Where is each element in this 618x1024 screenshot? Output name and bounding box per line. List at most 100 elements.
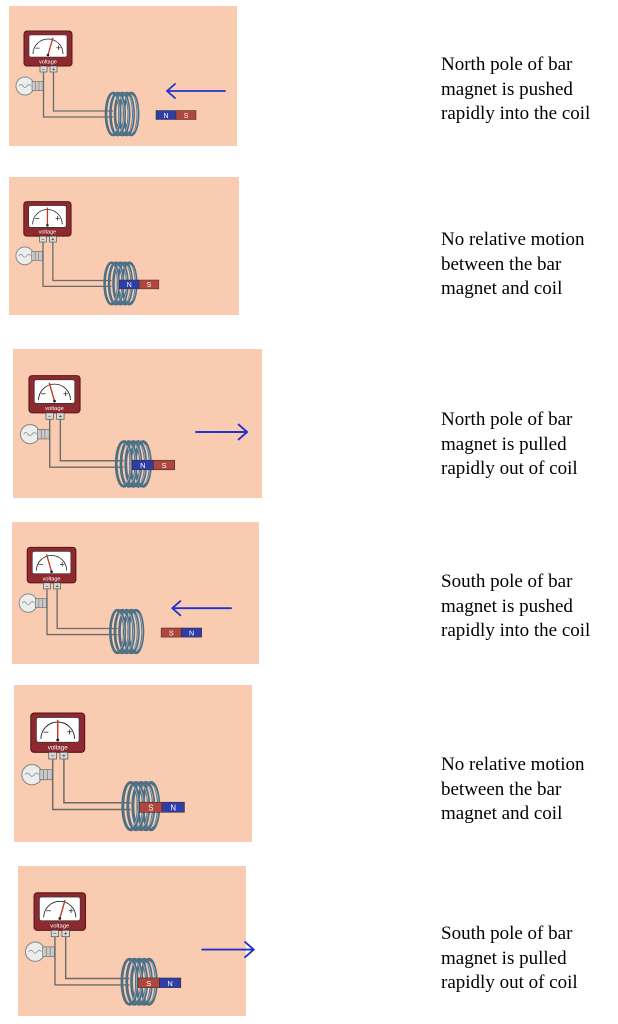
terminal-positive — [59, 751, 69, 760]
coil-loop-highlight — [127, 612, 134, 651]
coil-loop-highlight — [112, 265, 119, 302]
coil-loop-highlight — [136, 612, 143, 651]
coil-loop-highlight — [132, 95, 139, 133]
caption-line: magnet is pulled — [441, 433, 567, 455]
voltmeter-minus-label: − — [41, 389, 47, 400]
arrow-head — [237, 423, 249, 441]
caption-line: between the bar — [441, 253, 562, 275]
voltmeter-scale-arc — [43, 900, 77, 918]
scenario-caption-6: South pole of bar magnet is pulled rapid… — [441, 922, 616, 996]
caption-line: magnet is pushed — [441, 595, 573, 617]
voltmeter-needle — [48, 382, 56, 402]
needle-pivot — [46, 224, 49, 227]
bulb-base — [37, 429, 50, 440]
coil-loop-highlight — [123, 95, 130, 133]
terminal-minus-label: − — [42, 67, 45, 73]
arrow-head — [171, 600, 182, 617]
circuit-wires — [54, 936, 130, 986]
voltmeter-label: voltage — [43, 576, 61, 582]
circuit-wires — [46, 588, 118, 636]
terminal-minus-label: − — [45, 584, 48, 590]
bulb-glass — [15, 246, 35, 266]
bulb-filament — [24, 772, 39, 777]
wire-negative — [51, 759, 131, 811]
arrow-left-icon — [166, 83, 226, 99]
voltmeter: −+voltage−+ — [26, 546, 77, 590]
voltmeter-plus-label: + — [63, 389, 69, 400]
voltmeter-label: voltage — [50, 924, 69, 930]
bulb-base — [35, 598, 47, 609]
voltmeter-label: voltage — [48, 744, 68, 751]
magnet-far-pole — [175, 110, 197, 120]
magnet-far-pole-label: N — [170, 803, 176, 812]
voltmeter-scale-arc — [32, 38, 64, 55]
scenario-caption-3: North pole of bar magnet is pulled rapid… — [441, 408, 616, 482]
terminal-minus-label: − — [51, 753, 55, 760]
voltmeter-plus-label: + — [67, 727, 73, 738]
caption-line: magnet is pushed — [441, 78, 573, 100]
terminal-plus-label: + — [59, 414, 63, 420]
voltmeter-needle — [45, 553, 53, 572]
coil-loop-highlight — [124, 444, 132, 484]
needle-pivot — [53, 399, 56, 403]
magnet-near-pole-label: N — [127, 282, 132, 289]
light-bulb-icon — [24, 941, 55, 962]
voltmeter-scale-arc — [35, 555, 68, 571]
wire-negative — [54, 936, 130, 986]
circuit-wires — [42, 242, 112, 288]
bulb-glass — [24, 941, 46, 962]
coil-loop-highlight — [132, 612, 139, 651]
voltmeter-label: voltage — [39, 230, 56, 236]
magnet-far-pole — [138, 279, 160, 290]
bulb-base — [42, 946, 55, 957]
scenario-caption-5: No relative motion between the bar magne… — [441, 753, 616, 827]
bulb-base — [39, 769, 53, 781]
wire-positive — [52, 242, 112, 282]
wire-positive — [64, 936, 130, 980]
voltmeter-label: voltage — [39, 60, 57, 66]
voltmeter-minus-label: − — [43, 727, 49, 738]
voltmeter-needle — [59, 899, 66, 919]
caption-line: magnet and coil — [441, 278, 563, 299]
voltmeter-plus-label: + — [55, 213, 60, 223]
light-bulb-icon — [15, 76, 44, 96]
arrow-head — [166, 83, 176, 99]
caption-line: North pole of bar — [441, 54, 573, 75]
magnet-far-pole — [153, 459, 176, 471]
coil-loop-highlight — [131, 785, 139, 827]
caption-line: magnet and coil — [441, 803, 563, 824]
terminal-minus-label: − — [53, 932, 57, 938]
voltmeter: −+voltage−+ — [23, 201, 72, 243]
coil-loop-highlight — [127, 95, 134, 133]
voltmeter-plus-label: + — [60, 560, 65, 570]
voltmeter: −+voltage−+ — [30, 712, 86, 760]
caption-line: North pole of bar — [441, 409, 573, 430]
coil-loop-highlight — [118, 612, 125, 651]
arrow-head — [244, 941, 255, 959]
circuit-wires — [49, 419, 124, 468]
wire-positive — [59, 419, 124, 462]
voltmeter-dial — [28, 34, 68, 58]
coil-loop-highlight — [114, 95, 121, 133]
wire-negative — [49, 419, 124, 468]
bulb-filament — [28, 949, 42, 954]
magnet-near-pole-label: S — [148, 803, 153, 812]
voltmeter-minus-label: − — [34, 213, 39, 223]
caption-line: No relative motion — [441, 229, 585, 250]
magnet-far-pole — [181, 627, 202, 638]
wire-positive — [63, 759, 131, 804]
terminal-plus-label: + — [56, 584, 59, 590]
bulb-filament — [18, 84, 32, 88]
bulb-glass — [15, 76, 35, 96]
